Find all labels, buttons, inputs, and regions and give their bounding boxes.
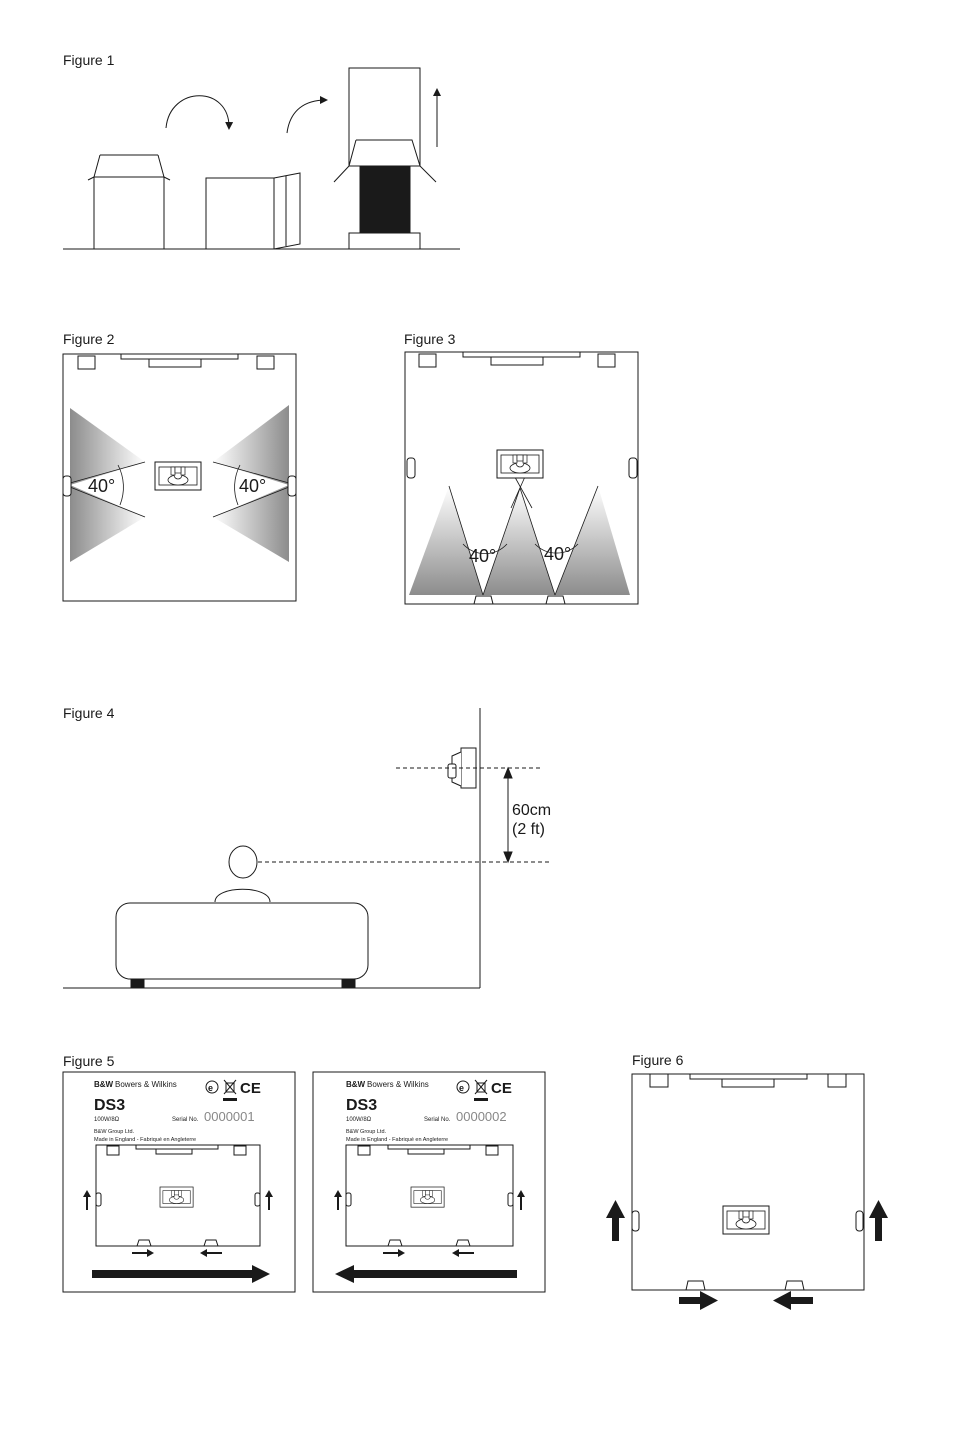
plate2-company: B&W Group Ltd. (346, 1129, 387, 1135)
direction-arrow-left (352, 1270, 517, 1278)
figure-3-rear-wall-placement (404, 351, 639, 605)
listener-icon (154, 461, 202, 491)
figure-2-side-wall-placement (62, 353, 297, 602)
svg-text:e: e (459, 1083, 464, 1093)
plate1-serial: 0000001 (204, 1109, 255, 1124)
figure-6-speaker-orientation (606, 1073, 888, 1310)
plate2-serial: 0000002 (456, 1109, 507, 1124)
fig3-angle-right: 40° (544, 544, 571, 564)
right-speaker (287, 475, 297, 497)
right-side-speaker (628, 457, 638, 479)
fig2-angle-left: 40° (88, 476, 115, 496)
plate2-rating: 100W/8Ω (346, 1117, 372, 1123)
plate1-brand-mark: B&W (94, 1080, 114, 1089)
box-lifted (333, 67, 441, 250)
figure-1-label: Figure 1 (63, 52, 115, 68)
plate2-brand: Bowers & Wilkins (367, 1080, 429, 1089)
plate1-rating: 100W/8Ω (94, 1117, 120, 1123)
plate1-company: B&W Group Ltd. (94, 1129, 135, 1135)
plate2-serial-label: Serial No. (424, 1117, 451, 1123)
plate2-brand-mark: B&W (346, 1080, 366, 1089)
direction-arrow-right (92, 1270, 254, 1278)
plate2-origin: Made in England - Fabriqué en Angleterre (346, 1137, 448, 1143)
left-speaker (62, 475, 72, 497)
listener-icon (496, 449, 544, 479)
box-upright-open (87, 154, 171, 250)
svg-text:CE: CE (491, 1080, 512, 1097)
fig3-angle-left: 40° (469, 546, 496, 566)
figure-4-label: Figure 4 (63, 705, 115, 721)
svg-text:CE: CE (240, 1080, 261, 1097)
figure-2-label: Figure 2 (63, 331, 115, 347)
box-on-side (205, 172, 301, 250)
rear-right-speaker (545, 595, 566, 605)
sofa (115, 902, 369, 980)
lift-curve-arrow (286, 96, 328, 134)
fig4-distance-metric: 60cm (512, 802, 551, 819)
fig4-distance-imperial: (2 ft) (512, 821, 545, 838)
listener-head (228, 845, 258, 879)
fig2-angle-right: 40° (239, 476, 266, 496)
figure-6-label: Figure 6 (632, 1052, 684, 1068)
plate1-origin: Made in England - Fabriqué en Angleterre (94, 1137, 196, 1143)
plate2-model: DS3 (346, 1097, 377, 1114)
figure-5-label: Figure 5 (63, 1053, 115, 1069)
rear-left-speaker (473, 595, 494, 605)
left-side-speaker (406, 457, 416, 479)
rotate-arrow (165, 95, 234, 130)
figure-5-serial-plate-2: e CE (312, 1071, 546, 1293)
plate1-brand: Bowers & Wilkins (115, 1080, 177, 1089)
figure-1-unpacking (63, 67, 460, 250)
figure-5-serial-plate-1: e CE (62, 1071, 296, 1293)
plate1-model: DS3 (94, 1097, 125, 1114)
figure-3-label: Figure 3 (404, 331, 456, 347)
figure-4-mounting-height (63, 708, 550, 989)
svg-text:e: e (208, 1083, 213, 1093)
plate1-serial-label: Serial No. (172, 1117, 199, 1123)
